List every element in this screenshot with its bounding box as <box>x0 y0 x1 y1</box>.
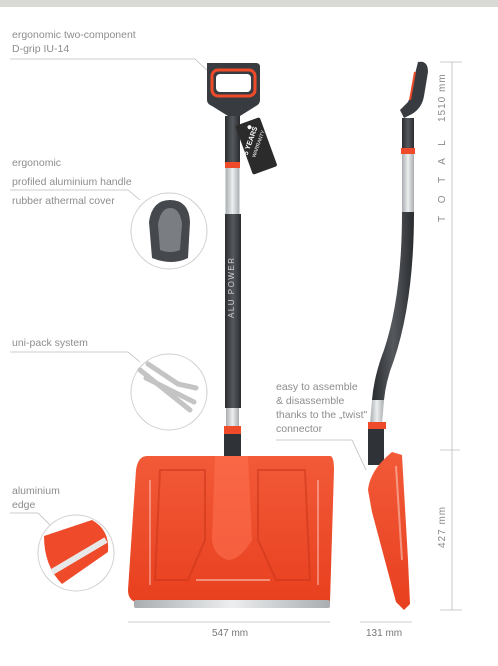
dimension-lines <box>128 61 462 623</box>
dgrip-label-1: ergonomic two-component <box>12 29 136 41</box>
twist-label-3: thanks to the „twist" <box>276 409 368 421</box>
twist-label-4: connector <box>276 423 323 435</box>
front-blade <box>128 456 334 608</box>
blade-height-value: 427 mm <box>437 505 448 548</box>
total-length-value: 1510 mm <box>437 73 448 122</box>
twist-label-2: & disassemble <box>276 395 345 407</box>
twist-label-1: easy to assemble <box>276 381 358 393</box>
top-strip <box>0 0 498 7</box>
detail-aluminium-edge <box>37 514 115 592</box>
total-word: T O T A L <box>437 135 448 222</box>
d-grip <box>207 63 260 116</box>
detail-handle-grip <box>130 192 208 270</box>
shaft-brand-text: ALU POWER <box>227 256 236 318</box>
callout-lines <box>10 58 367 526</box>
blade-depth-value: 131 mm <box>366 628 403 639</box>
warranty-tag <box>235 117 277 175</box>
handle-label-1: ergonomic <box>12 157 62 169</box>
blade-width-value: 547 mm <box>212 628 249 639</box>
detail-unipack <box>130 353 208 431</box>
handle-label-3: rubber athermal cover <box>12 195 115 207</box>
dgrip-label-2: D-grip IU-14 <box>12 43 70 55</box>
edge-label-2: edge <box>12 499 36 511</box>
handle-label-2: profiled aluminium handle <box>12 176 132 188</box>
side-shovel <box>368 61 428 610</box>
edge-label-1: aluminium <box>12 485 60 497</box>
unipack-label: uni-pack system <box>12 337 88 349</box>
